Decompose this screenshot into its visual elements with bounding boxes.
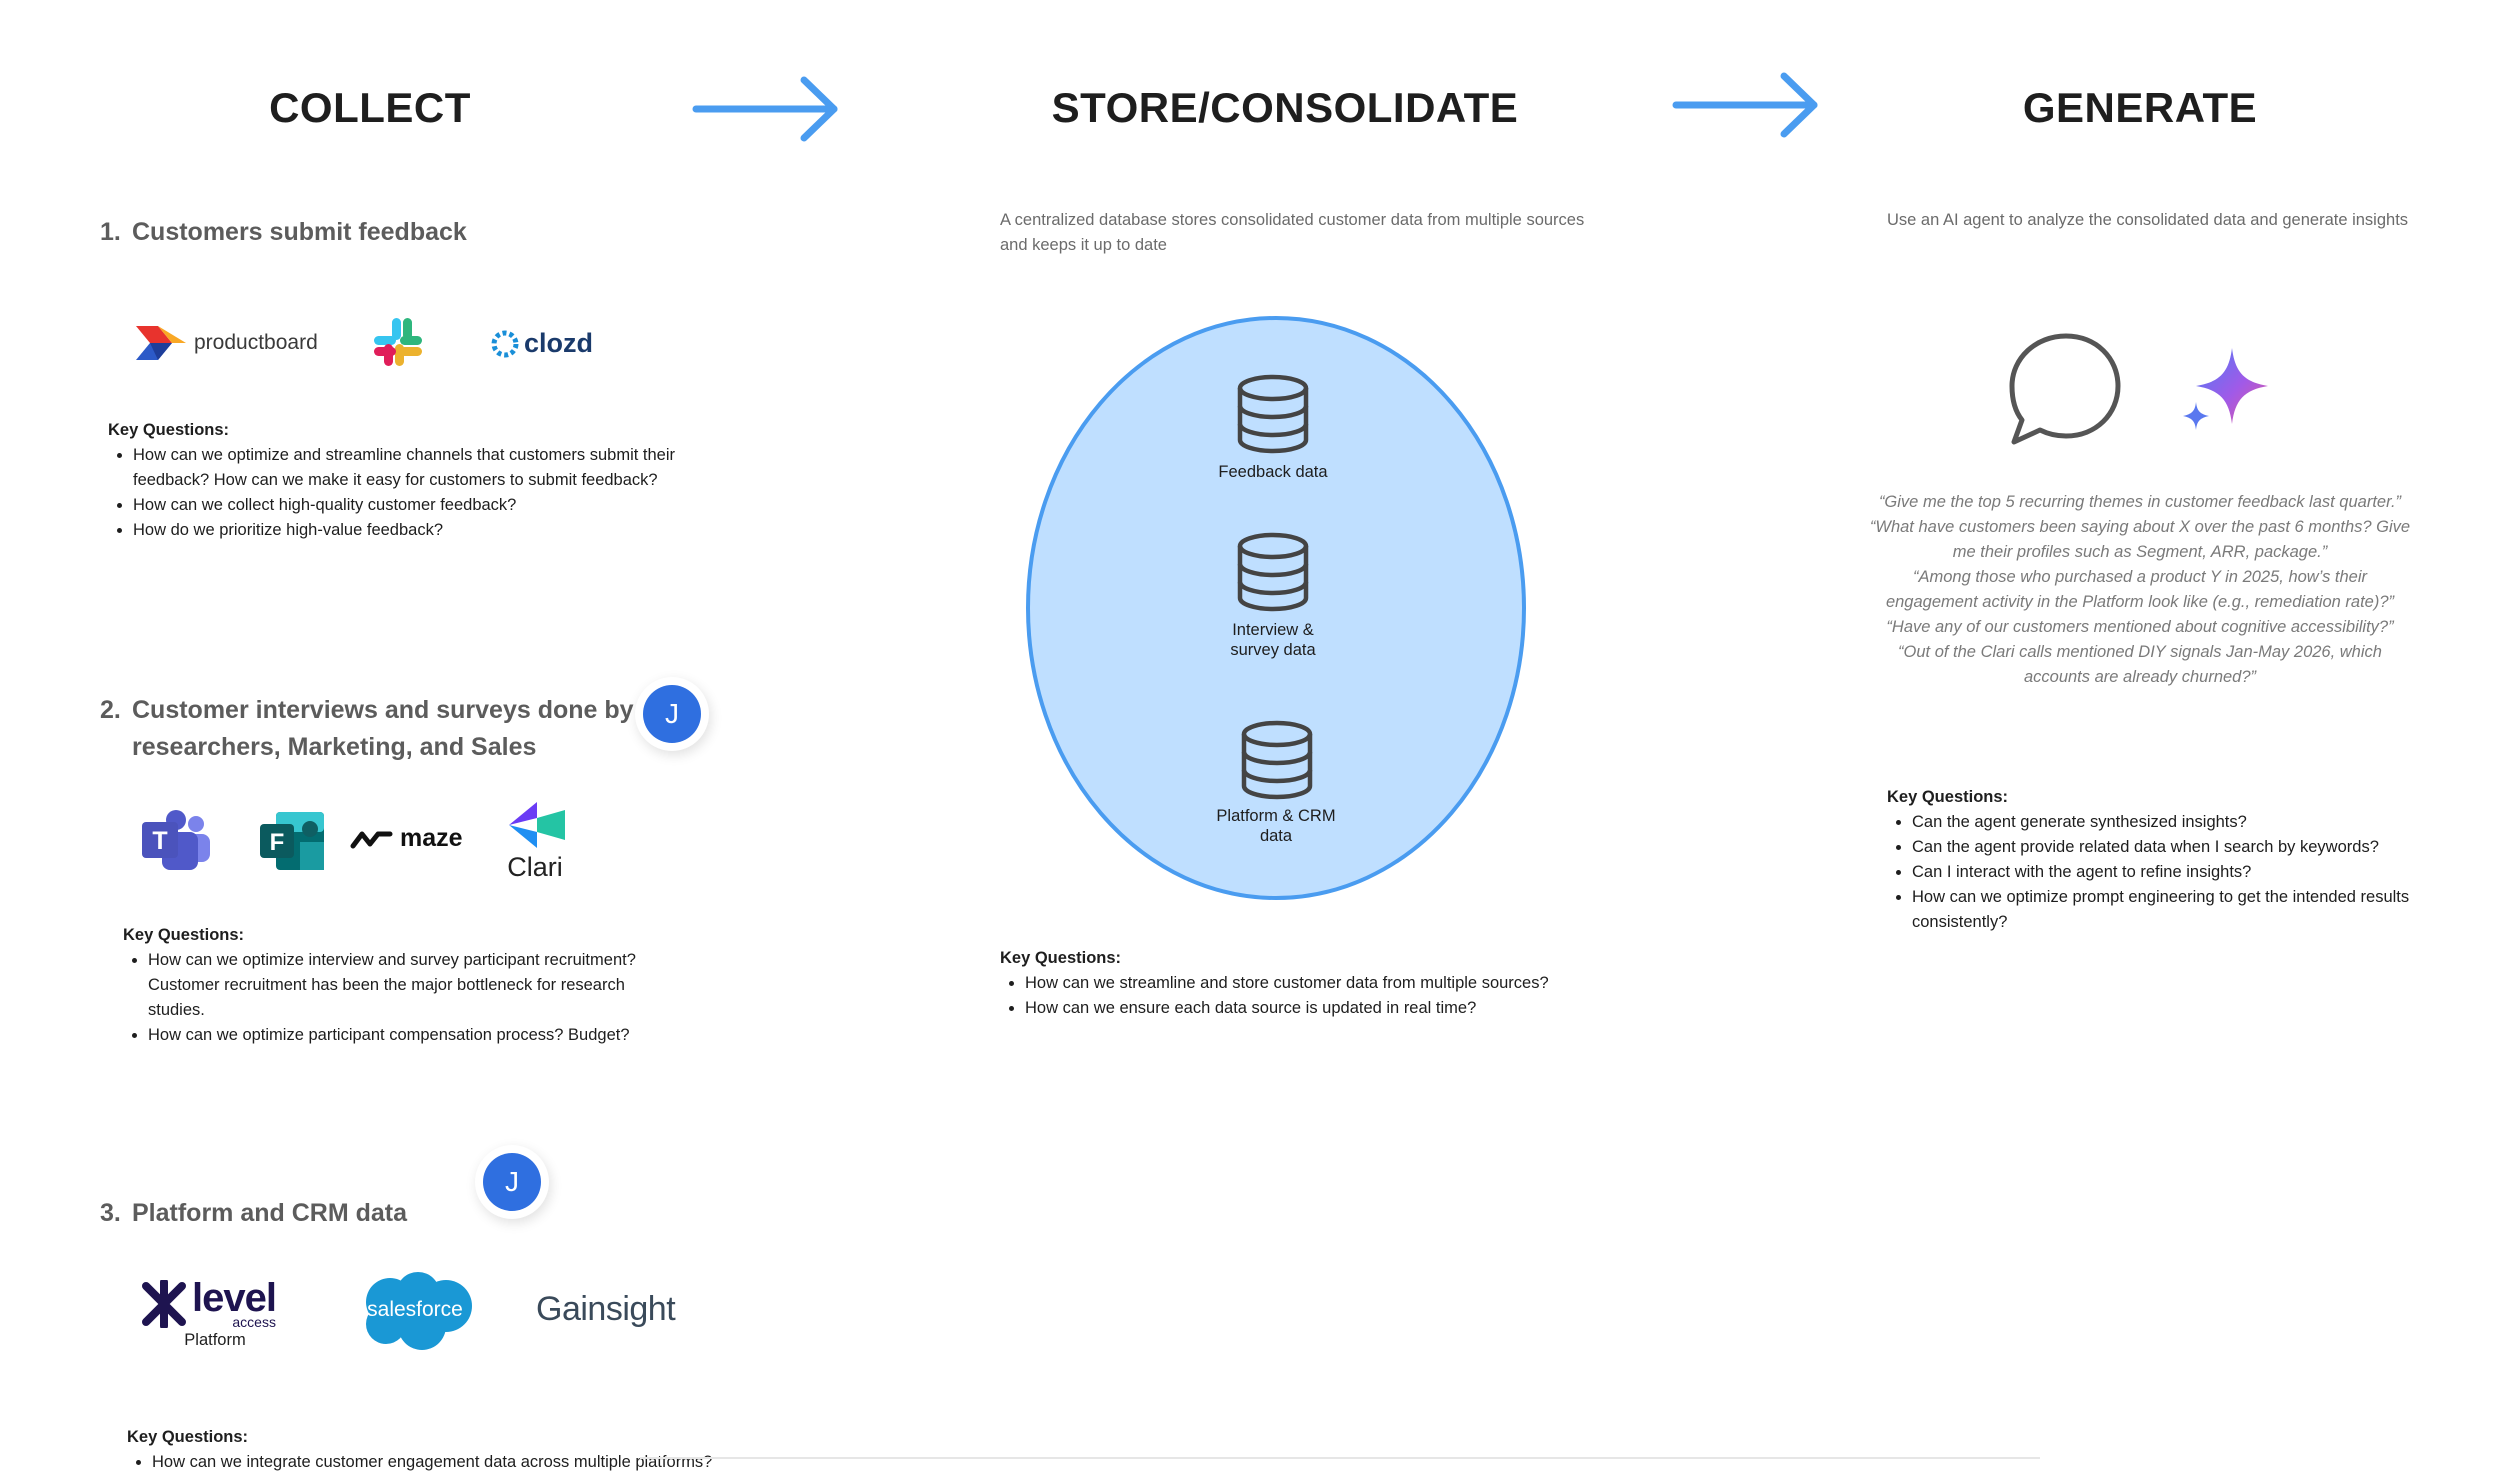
example-prompt: “What have customers been saying about X…	[1869, 518, 2411, 561]
level-access-logo: level access Platform	[140, 1276, 300, 1350]
svg-text:T: T	[152, 827, 167, 855]
key-question-item: Can the agent provide related data when …	[1912, 835, 2477, 860]
key-question-item: How can we optimize interview and survey…	[148, 948, 683, 1023]
database-icon	[1241, 720, 1313, 800]
interview-survey-data-label: Interview & survey data	[1230, 621, 1316, 659]
platform-crm-data-label: Platform & CRM data	[1216, 807, 1336, 845]
svg-text:F: F	[270, 829, 285, 856]
section-title: Customer interviews and surveys done by …	[132, 696, 634, 761]
key-question-item: How can we integrate customer engagement…	[152, 1450, 767, 1475]
microsoft-forms-logo-icon: F	[260, 812, 324, 870]
productboard-logo: productboard	[136, 326, 318, 360]
key-question-item: Can I interact with the agent to refine …	[1912, 860, 2477, 885]
flow-arrow-icon	[692, 76, 838, 142]
generate-title: GENERATE	[2022, 84, 2258, 131]
productboard-mark-icon	[136, 326, 186, 360]
key-question-item: How can we ensure each data source is up…	[1025, 996, 1700, 1021]
key-question-item: How can we optimize prompt engineering t…	[1912, 885, 2477, 935]
clari-logo: Clari	[500, 800, 570, 882]
database-icon	[1237, 374, 1309, 454]
salesforce-cloud-icon	[366, 1272, 472, 1350]
clozd-logo: clozd	[490, 328, 593, 359]
example-prompt: “Have any of our customers mentioned abo…	[1886, 618, 2394, 636]
store-key-questions: Key Questions: How can we streamline and…	[1000, 946, 1700, 1021]
clari-wordmark: Clari	[507, 852, 563, 882]
section-2-heading: 2. Customer interviews and surveys done b…	[100, 692, 692, 766]
key-questions-title: Key Questions:	[1000, 949, 1122, 967]
salesforce-logo: salesforce	[352, 1268, 478, 1352]
generate-key-questions: Key Questions: Can the agent generate sy…	[1887, 785, 2477, 935]
productboard-wordmark: productboard	[194, 331, 318, 354]
collaborator-avatar[interactable]: J	[483, 1153, 541, 1211]
store-description: A centralized database stores consolidat…	[1000, 211, 1585, 254]
clozd-wordmark: clozd	[524, 328, 594, 358]
clari-mark-icon	[509, 802, 565, 848]
section-3-heading: 3. Platform and CRM data	[100, 1195, 660, 1232]
level-access-mark-icon	[142, 1280, 186, 1329]
platform-caption: Platform	[184, 1330, 246, 1349]
collaborator-avatar[interactable]: J	[643, 685, 701, 743]
clozd-mark-icon	[491, 330, 519, 357]
key-question-item: How can we optimize and streamline chann…	[133, 443, 698, 493]
level-wordmark: level	[192, 1276, 277, 1320]
key-question-item: Can the agent generate synthesized insig…	[1912, 810, 2477, 835]
maze-logo: maze	[350, 824, 463, 853]
flow-arrow-icon	[1672, 72, 1818, 138]
maze-wordmark: maze	[400, 824, 463, 852]
slack-logo-icon	[374, 318, 422, 366]
salesforce-wordmark: salesforce	[367, 1298, 463, 1321]
store-consolidate-title: STORE/CONSOLIDATE	[1051, 84, 1519, 131]
access-wordmark: access	[232, 1314, 276, 1330]
example-prompt: “Out of the Clari calls mentioned DIY si…	[1898, 643, 2382, 686]
gainsight-logo: Gainsight	[536, 1290, 676, 1328]
collect-title: COLLECT	[269, 84, 471, 131]
section-number: 1.	[100, 218, 121, 246]
key-question-item: How can we collect high-quality customer…	[133, 493, 698, 518]
maze-mark-icon	[350, 831, 393, 848]
generate-description: Use an AI agent to analyze the consolida…	[1887, 211, 2409, 229]
key-questions-title: Key Questions:	[108, 421, 230, 439]
chat-bubble-icon	[2009, 333, 2121, 445]
key-questions-title: Key Questions:	[127, 1428, 249, 1446]
section-title: Platform and CRM data	[132, 1199, 408, 1227]
key-questions-title: Key Questions:	[1887, 788, 2009, 806]
microsoft-teams-logo-icon: T	[142, 810, 210, 870]
key-question-item: How do we prioritize high-value feedback…	[133, 518, 698, 543]
ai-sparkle-icon	[2183, 348, 2268, 430]
key-question-item: How can we optimize participant compensa…	[148, 1023, 683, 1048]
section-2-key-questions: Key Questions: How can we optimize inter…	[123, 923, 683, 1048]
section-number: 2.	[100, 696, 121, 724]
section-3-key-questions: Key Questions: How can we integrate cust…	[127, 1425, 767, 1475]
example-prompt: “Give me the top 5 recurring themes in c…	[1878, 493, 2402, 511]
section-1-heading: 1. Customers submit feedback	[100, 214, 700, 251]
section-number: 3.	[100, 1199, 121, 1227]
database-icon	[1237, 532, 1309, 612]
feedback-data-label: Feedback data	[1218, 463, 1328, 481]
section-title: Customers submit feedback	[132, 218, 467, 246]
key-questions-title: Key Questions:	[123, 926, 245, 944]
canvas-divider	[640, 1457, 2040, 1459]
example-prompts: “Give me the top 5 recurring themes in c…	[1866, 490, 2414, 690]
key-question-item: How can we streamline and store customer…	[1025, 971, 1700, 996]
example-prompt: “Among those who purchased a product Y i…	[1885, 568, 2395, 611]
section-1-key-questions: Key Questions: How can we optimize and s…	[108, 418, 698, 543]
